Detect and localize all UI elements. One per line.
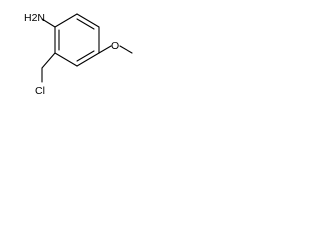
- methoxy-methyl-bond: [119, 45, 133, 54]
- ring-bond-c3-c4: [76, 52, 100, 67]
- chemical-structure-diagram: H2N Cl O: [24, 12, 133, 97]
- ring-double-bond-inner-2: [76, 50, 95, 62]
- ch2-bond: [41, 52, 56, 69]
- amine-bond: [41, 18, 56, 28]
- ring-bond-c2-c3: [54, 52, 78, 67]
- methoxy-o-bond: [98, 45, 112, 54]
- chlorine-label: Cl: [35, 85, 45, 97]
- ring-double-bond-inner-3: [76, 18, 95, 30]
- oxygen-label: O: [111, 40, 119, 52]
- ring-bond-c5-c6: [76, 13, 100, 28]
- ring-bond-c6-c1: [54, 13, 78, 28]
- benzene-ring: [54, 13, 100, 67]
- amine-label: H2N: [24, 12, 45, 24]
